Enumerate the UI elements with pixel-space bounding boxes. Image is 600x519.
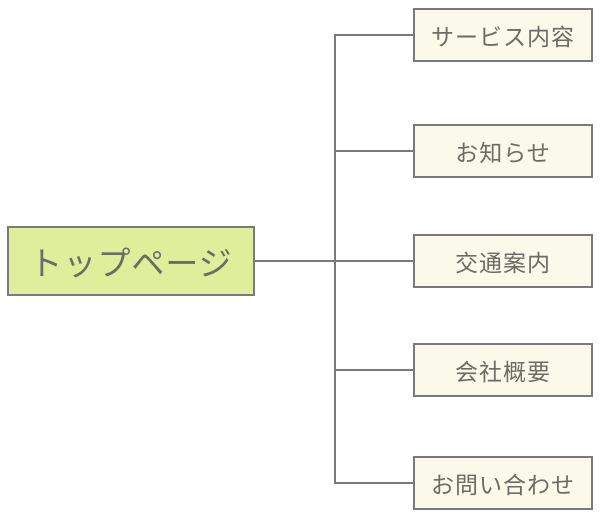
node-news[interactable]: お知らせ bbox=[413, 124, 593, 178]
connector-trunk-vertical bbox=[334, 34, 336, 484]
node-news-label: お知らせ bbox=[455, 140, 551, 166]
node-top-page[interactable]: トップページ bbox=[7, 226, 255, 296]
node-service-contents-label: サービス内容 bbox=[431, 24, 575, 50]
connector-branch-contact bbox=[335, 482, 413, 484]
node-service-contents[interactable]: サービス内容 bbox=[413, 8, 593, 62]
node-access-info[interactable]: 交通案内 bbox=[413, 234, 593, 288]
connector-branch-company bbox=[335, 369, 413, 371]
connector-root-to-trunk bbox=[255, 260, 335, 262]
node-top-page-label: トップページ bbox=[29, 245, 233, 282]
node-company-overview[interactable]: 会社概要 bbox=[413, 343, 593, 397]
node-contact-label: お問い合わせ bbox=[431, 472, 575, 498]
connector-branch-news bbox=[335, 150, 413, 152]
connector-branch-access bbox=[335, 260, 413, 262]
node-company-overview-label: 会社概要 bbox=[455, 359, 551, 385]
connector-branch-service bbox=[335, 34, 413, 36]
node-contact[interactable]: お問い合わせ bbox=[413, 456, 593, 510]
node-access-info-label: 交通案内 bbox=[455, 250, 551, 276]
